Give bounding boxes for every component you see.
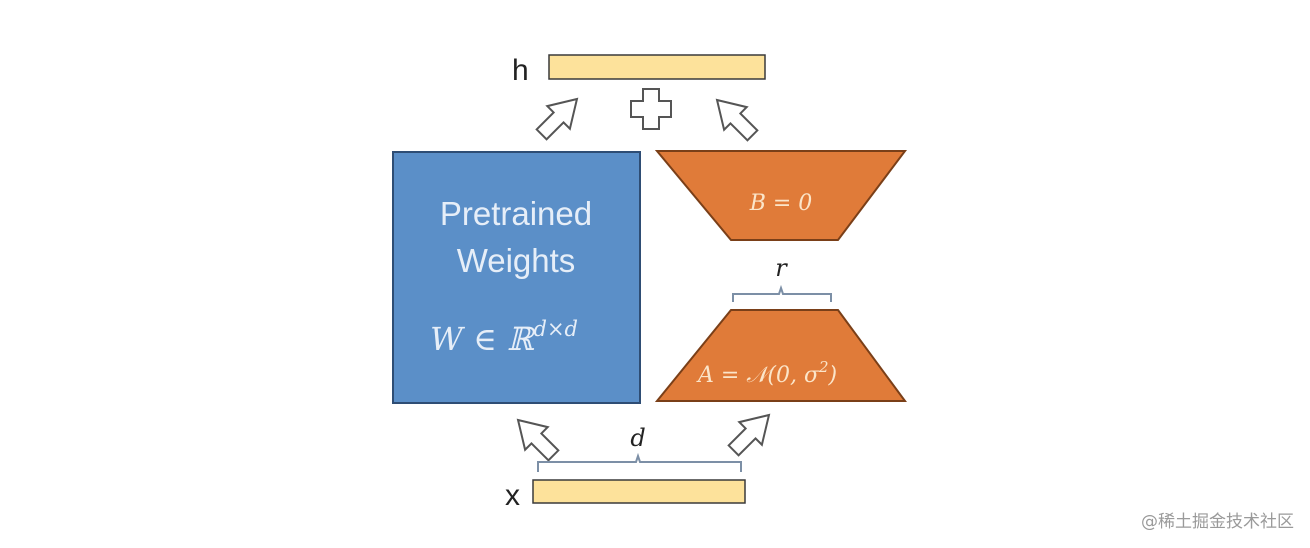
watermark-text: @稀土掘金技术社区 — [1141, 512, 1294, 532]
matrix-a-close: ) — [828, 363, 838, 388]
arrow-input-up-right-icon — [727, 413, 771, 457]
pretrained-math-sup: d×d — [534, 317, 578, 341]
arrow-input-up-left-icon — [516, 418, 560, 462]
plus-icon — [630, 88, 672, 130]
dim-label: d — [630, 424, 645, 452]
pretrained-math: W ∈ ℝd×d — [430, 317, 578, 358]
matrix-a-block — [654, 309, 907, 402]
rank-brace — [732, 284, 832, 302]
arrow-up-left-icon — [715, 98, 759, 142]
pretrained-title-line2: Weights — [457, 242, 576, 279]
input-vector-x — [532, 479, 746, 504]
output-label: h — [512, 54, 529, 87]
matrix-a-base: A = 𝒩(0, σ — [696, 363, 820, 388]
pretrained-math-base: W ∈ ℝ — [430, 320, 536, 358]
rank-label: r — [775, 254, 788, 282]
pretrained-weights-block — [392, 151, 641, 404]
pretrained-title-line1: Pretrained — [440, 195, 592, 232]
output-vector-h — [548, 54, 766, 80]
dim-brace — [537, 452, 742, 472]
matrix-a-label: A = 𝒩(0, σ2) — [696, 358, 837, 388]
matrix-b-label: B = 0 — [749, 191, 813, 216]
matrix-b-block — [654, 150, 908, 241]
input-label: x — [505, 479, 520, 512]
arrow-up-right-icon — [535, 97, 579, 141]
matrix-a-sup: 2 — [818, 358, 829, 376]
